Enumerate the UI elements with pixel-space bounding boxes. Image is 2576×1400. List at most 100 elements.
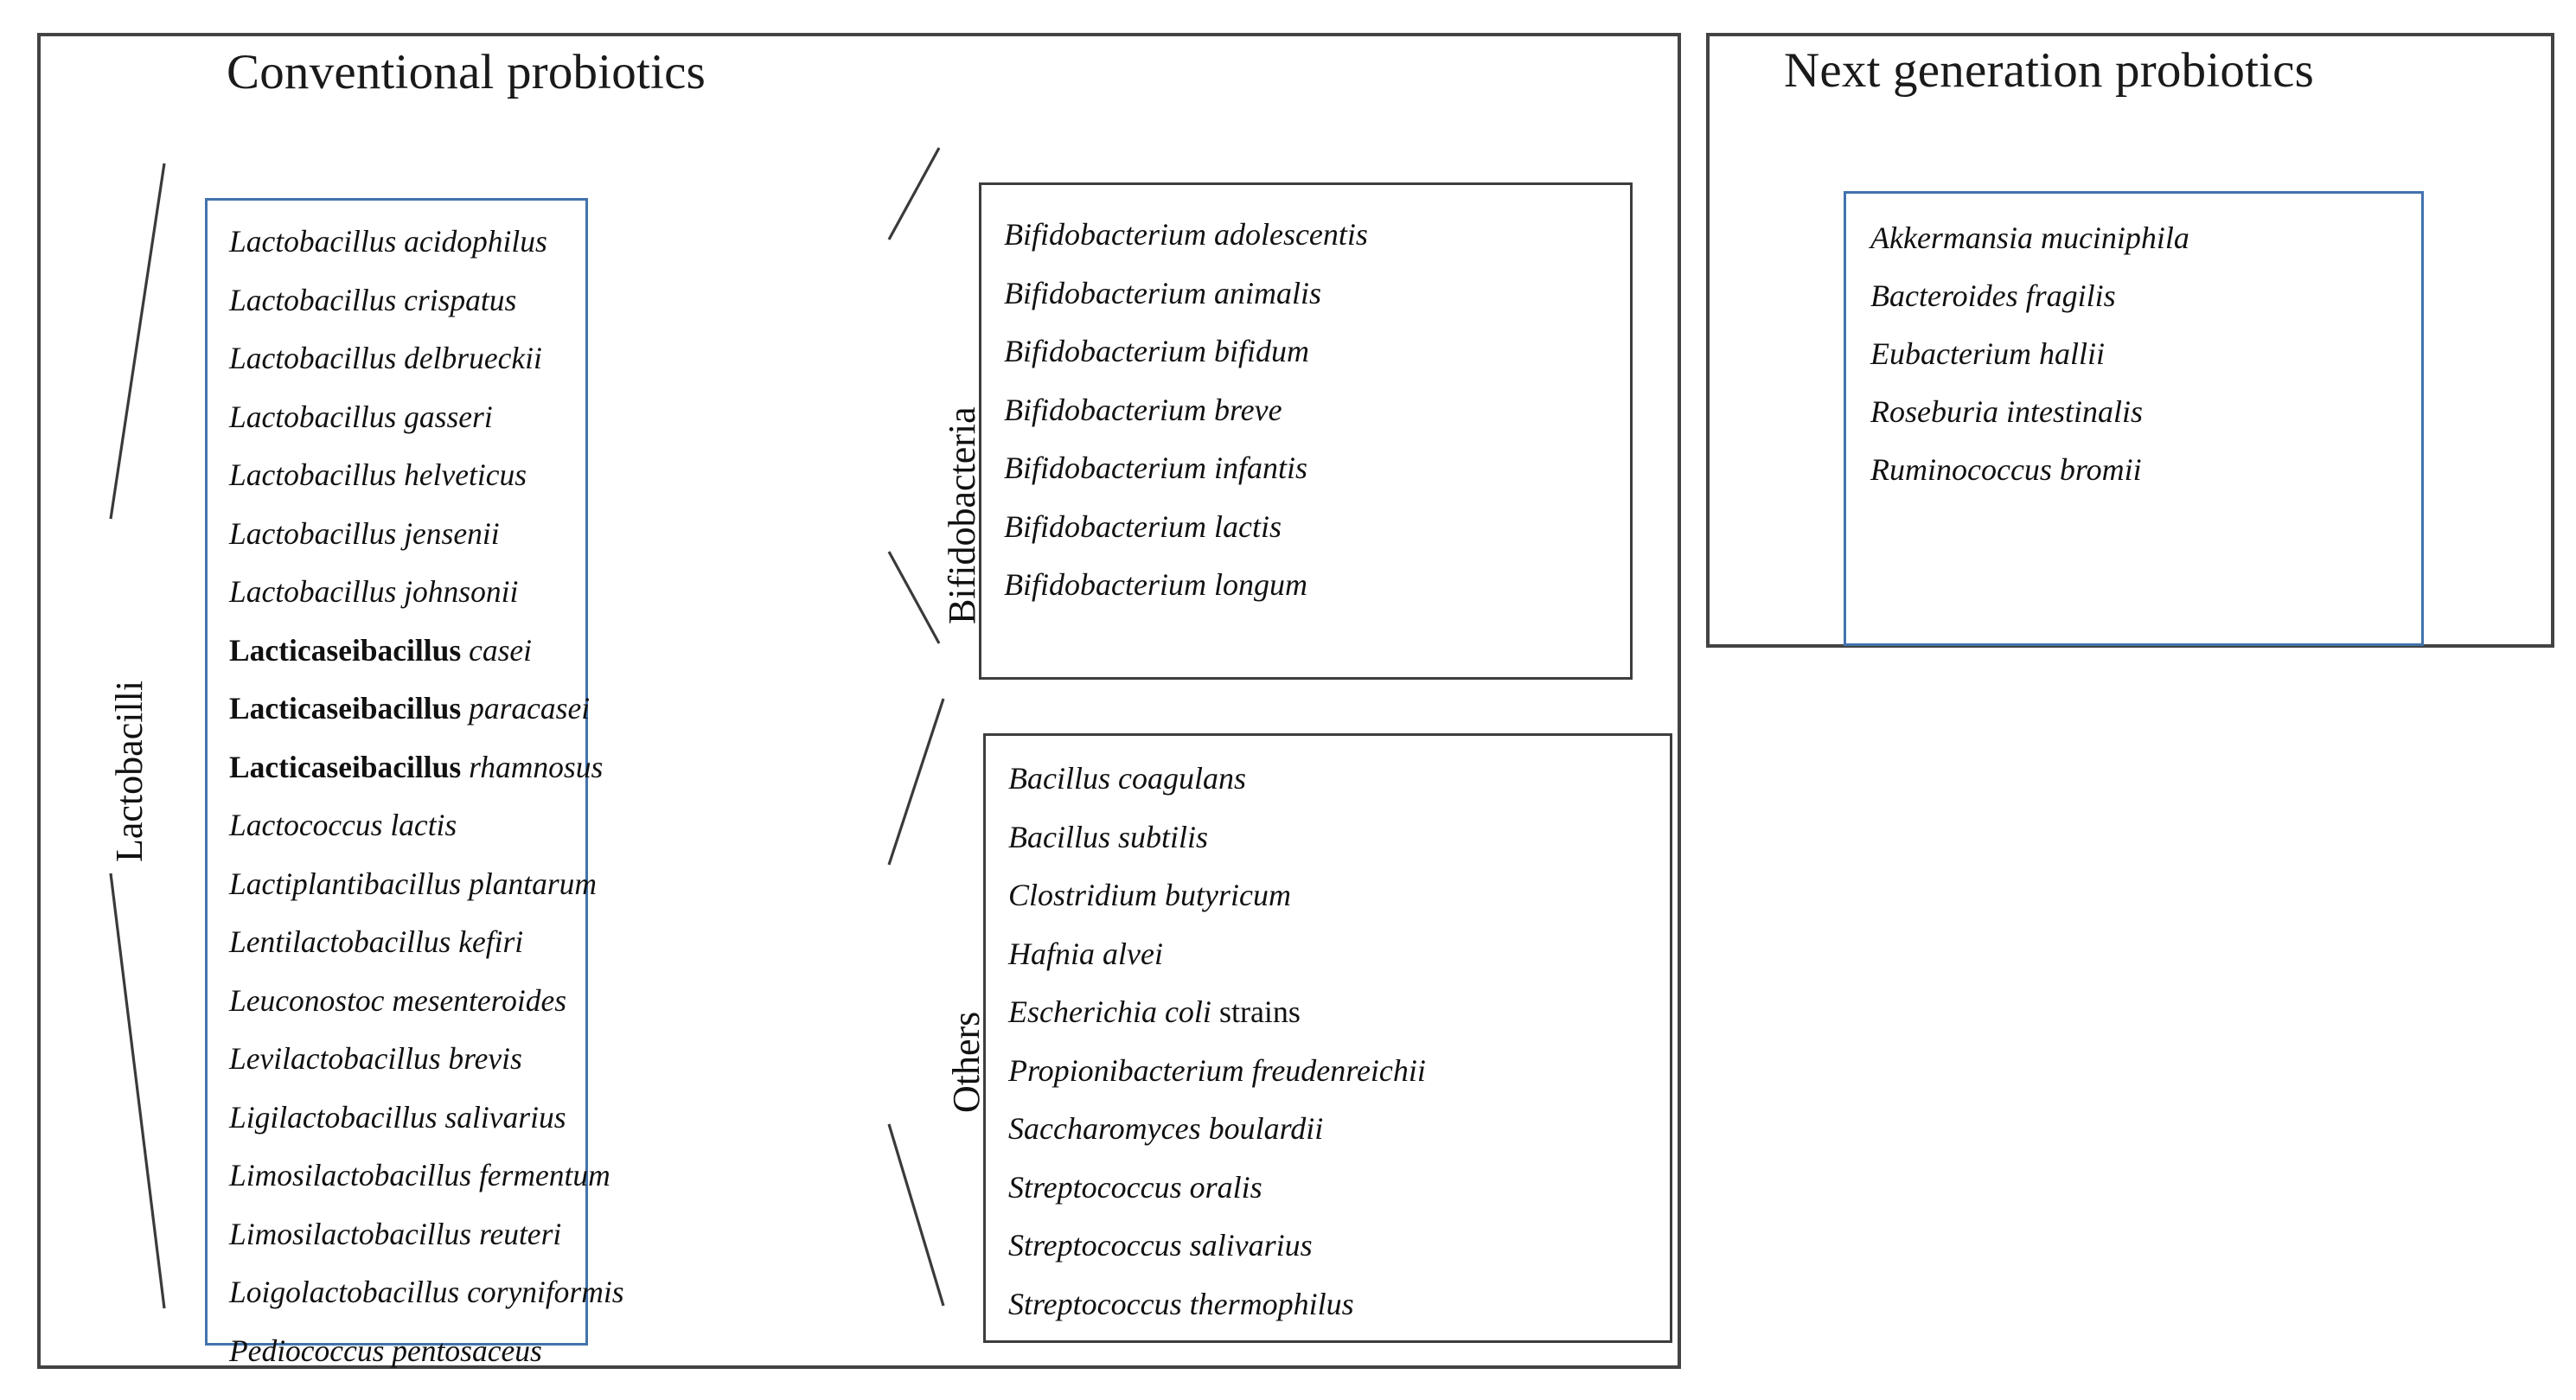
species-name: Streptococcus thermophilus (1008, 1286, 1354, 1321)
species-list-item: Bifidobacterium adolescentis (1004, 206, 1368, 265)
species-list-item: Pediococcus pentosaceus (229, 1322, 624, 1381)
species-name: Loigolactobacillus coryniformis (229, 1275, 624, 1309)
species-list-item: Streptococcus oralis (1008, 1159, 1426, 1218)
species-genus: Lacticaseibacillus (229, 691, 470, 726)
species-epithet: casei (469, 632, 533, 668)
species-list-item: Levilactobacillus brevis (229, 1030, 624, 1089)
species-name: Hafnia alvei (1008, 936, 1163, 971)
species-name: Streptococcus oralis (1008, 1169, 1262, 1205)
species-list-item: Lentilactobacillus kefiri (229, 913, 624, 972)
species-name: Pediococcus pentosaceus (229, 1333, 542, 1368)
species-name: Lactobacillus johnsonii (229, 574, 519, 609)
species-name: Bacteroides fragilis (1870, 278, 2116, 313)
species-list-item: Leuconostoc mesenteroides (229, 972, 624, 1031)
species-name: Bifidobacterium bifidum (1004, 334, 1309, 368)
species-name: Lactobacillus delbrueckii (229, 341, 542, 375)
species-list-item: Lacticaseibacillus casei (229, 622, 624, 681)
species-list-item: Hafnia alvei (1008, 925, 1426, 984)
species-name: Lactiplantibacillus plantarum (229, 866, 598, 901)
species-name: Limosilactobacillus fermentum (229, 1158, 610, 1192)
species-name: Lactobacillus helveticus (229, 457, 527, 492)
group-label-bifidobacteria: Bifidobacteria (941, 406, 983, 624)
species-name: Bifidobacterium longum (1004, 567, 1307, 602)
species-name: Streptococcus salivarius (1008, 1228, 1313, 1263)
species-name: Eubacterium hallii (1870, 336, 2105, 371)
conventional-probiotics-title: Conventional probiotics (227, 45, 706, 99)
species-list-item: Escherichia coli strains (1008, 983, 1426, 1042)
species-list-item: Loigolactobacillus coryniformis (229, 1263, 624, 1322)
species-name: Bifidobacterium infantis (1004, 451, 1307, 485)
species-name: Lactobacillus jensenii (229, 515, 500, 551)
species-name: Escherichia coli (1008, 994, 1211, 1029)
species-name: Lactococcus lactis (229, 808, 457, 842)
species-name: Lactobacillus gasseri (229, 399, 493, 434)
species-name: Levilactobacillus brevis (229, 1041, 522, 1076)
group-label-lactobacilli: Lactobacilli (108, 680, 150, 862)
species-list-item: Propionibacterium freudenreichii (1008, 1042, 1426, 1101)
species-list-item: Lactobacillus johnsonii (229, 563, 624, 622)
species-list-item: Lacticaseibacillus rhamnosus (229, 738, 624, 797)
species-list-item: Limosilactobacillus reuteri (229, 1205, 624, 1264)
species-list-item: Bifidobacterium lactis (1004, 498, 1368, 557)
species-list-item: Bifidobacterium animalis (1004, 265, 1368, 323)
species-list-item: Ligilactobacillus salivarius (229, 1089, 624, 1147)
next-generation-probiotics-panel: Next generation probiotics Akkermansia m… (1706, 33, 2554, 648)
species-name: Saccharomyces boulardii (1008, 1111, 1324, 1146)
group-label-others: Others (945, 1011, 988, 1113)
species-epithet: rhamnosus (469, 749, 604, 784)
species-name: Limosilactobacillus reuteri (229, 1216, 562, 1251)
species-list-item: Bifidobacterium bifidum (1004, 323, 1368, 381)
species-list-item: Akkermansia muciniphila (1870, 209, 2189, 267)
conventional-probiotics-panel: Conventional probiotics Lactobacillus ac… (37, 33, 1681, 1369)
species-name: Bifidobacterium adolescentis (1004, 217, 1368, 252)
species-epithet: paracasei (469, 691, 591, 726)
species-list-item: Lactococcus lactis (229, 796, 624, 855)
species-list-item: Lactobacillus jensenii (229, 505, 624, 564)
species-list-item: Clostridium butyricum (1008, 866, 1426, 925)
species-list-item: Lactobacillus crispatus (229, 272, 624, 330)
species-name: Bacillus coagulans (1008, 761, 1246, 796)
species-list-item: Lactobacillus delbrueckii (229, 329, 624, 388)
species-name: Bacillus subtilis (1008, 819, 1209, 854)
species-list-item: Streptococcus salivarius (1008, 1217, 1426, 1275)
species-name: Leuconostoc mesenteroides (229, 982, 567, 1018)
species-list-item: Bifidobacterium breve (1004, 381, 1368, 440)
species-list-item: Bacillus coagulans (1008, 750, 1426, 809)
next-generation-probiotics-title: Next generation probiotics (1784, 43, 2315, 98)
species-list-item: Saccharomyces boulardii (1008, 1100, 1426, 1159)
species-list-item: Streptococcus thermophilus (1008, 1275, 1426, 1334)
species-list-item: Bacteroides fragilis (1870, 267, 2189, 325)
species-name: Clostridium butyricum (1008, 878, 1292, 912)
species-list-item: Bifidobacterium longum (1004, 556, 1368, 615)
species-list-item: Ruminococcus bromii (1870, 441, 2189, 499)
species-list-item: Eubacterium hallii (1870, 325, 2189, 383)
species-name: Lentilactobacillus kefiri (229, 924, 524, 959)
species-genus: Lacticaseibacillus (229, 749, 470, 784)
species-name: Lactobacillus acidophilus (229, 224, 547, 259)
species-name: Akkermansia muciniphila (1870, 221, 2189, 255)
species-list-item: Lacticaseibacillus paracasei (229, 680, 624, 738)
species-name: Roseburia intestinalis (1870, 394, 2143, 429)
species-list-item: Bifidobacterium infantis (1004, 439, 1368, 498)
species-name: Bifidobacterium breve (1004, 392, 1282, 427)
species-name: Ligilactobacillus salivarius (229, 1099, 566, 1135)
species-list-item: Limosilactobacillus fermentum (229, 1147, 624, 1205)
species-list-item: Roseburia intestinalis (1870, 383, 2189, 441)
species-list-item: Lactobacillus helveticus (229, 446, 624, 505)
species-suffix: strains (1211, 994, 1301, 1029)
species-list-item: Lactobacillus gasseri (229, 388, 624, 447)
species-list-item: Bacillus subtilis (1008, 809, 1426, 867)
species-list-item: Lactiplantibacillus plantarum (229, 855, 624, 914)
species-name: Ruminococcus bromii (1870, 452, 2142, 487)
species-genus: Lacticaseibacillus (229, 632, 470, 668)
species-list-item: Lactobacillus acidophilus (229, 213, 624, 272)
species-name: Propionibacterium freudenreichii (1008, 1052, 1426, 1088)
species-name: Bifidobacterium animalis (1004, 275, 1321, 310)
